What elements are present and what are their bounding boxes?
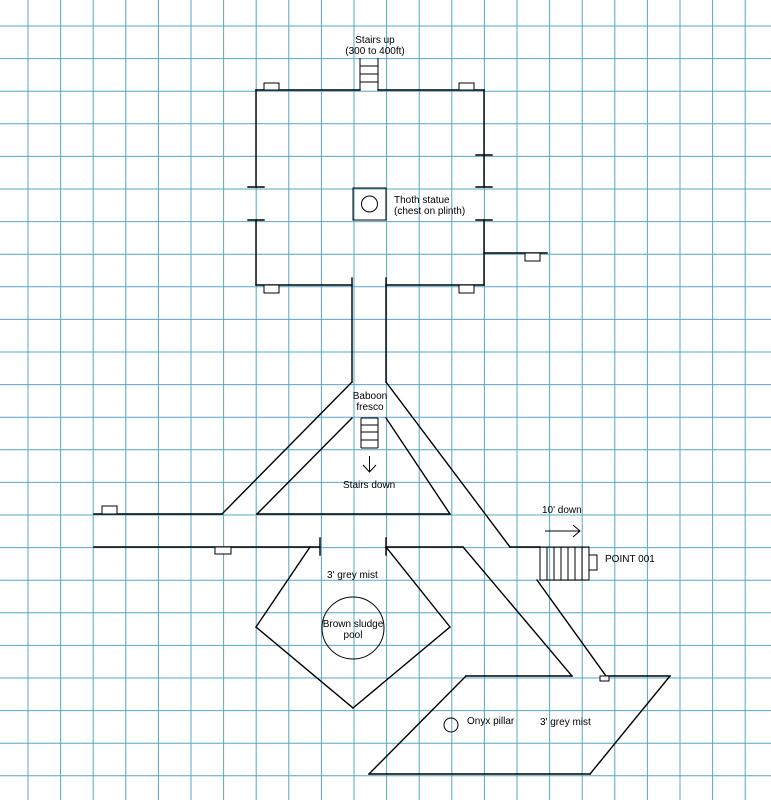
alcove-ne: [458, 82, 475, 91]
alcove-nw: [263, 82, 280, 91]
onyx-pillar-label: Onyx pillar: [467, 716, 515, 727]
alcove-se: [458, 284, 475, 294]
stairs-icon: [359, 58, 379, 90]
onyx-pillar-chamber: [368, 675, 671, 775]
point-001-label: POINT 001: [605, 554, 655, 565]
west-corridor: [93, 505, 321, 555]
grey-mist-lower-label: 3' grey mist: [540, 717, 591, 728]
sludge-pool-label: Brown sludge pool: [322, 619, 384, 641]
grey-mist-upper-label: 3' grey mist: [327, 570, 378, 581]
sludge-pool-room: [255, 537, 464, 709]
alcove-sw: [263, 284, 280, 294]
main-hall-room: [247, 82, 548, 294]
alcove-se-stub: [524, 252, 541, 262]
sludge-pool-circle-icon: [321, 596, 385, 660]
baboon-fresco-junction: [221, 381, 511, 548]
arrow-right-icon: [545, 524, 581, 538]
pillar-circle-icon: [443, 717, 459, 733]
stairs-up-label: Stairs up (300 to 400ft): [345, 35, 405, 57]
stairs-icon: [539, 546, 598, 581]
baboon-fresco-label: Baboon fresco: [352, 391, 388, 413]
thoth-statue-icon: [352, 187, 387, 221]
thoth-statue-label: Thoth statue (chest on plinth): [394, 195, 466, 217]
alcove-west-top: [101, 505, 118, 515]
ten-down-label: 10' down: [542, 505, 582, 516]
south-corridor: [351, 277, 387, 383]
east-passage: [462, 546, 607, 677]
arrow-down-icon: [362, 456, 377, 473]
stairs-down-label: Stairs down: [343, 480, 396, 491]
alcove-west-bottom: [214, 546, 232, 555]
stairs-icon: [360, 417, 379, 449]
